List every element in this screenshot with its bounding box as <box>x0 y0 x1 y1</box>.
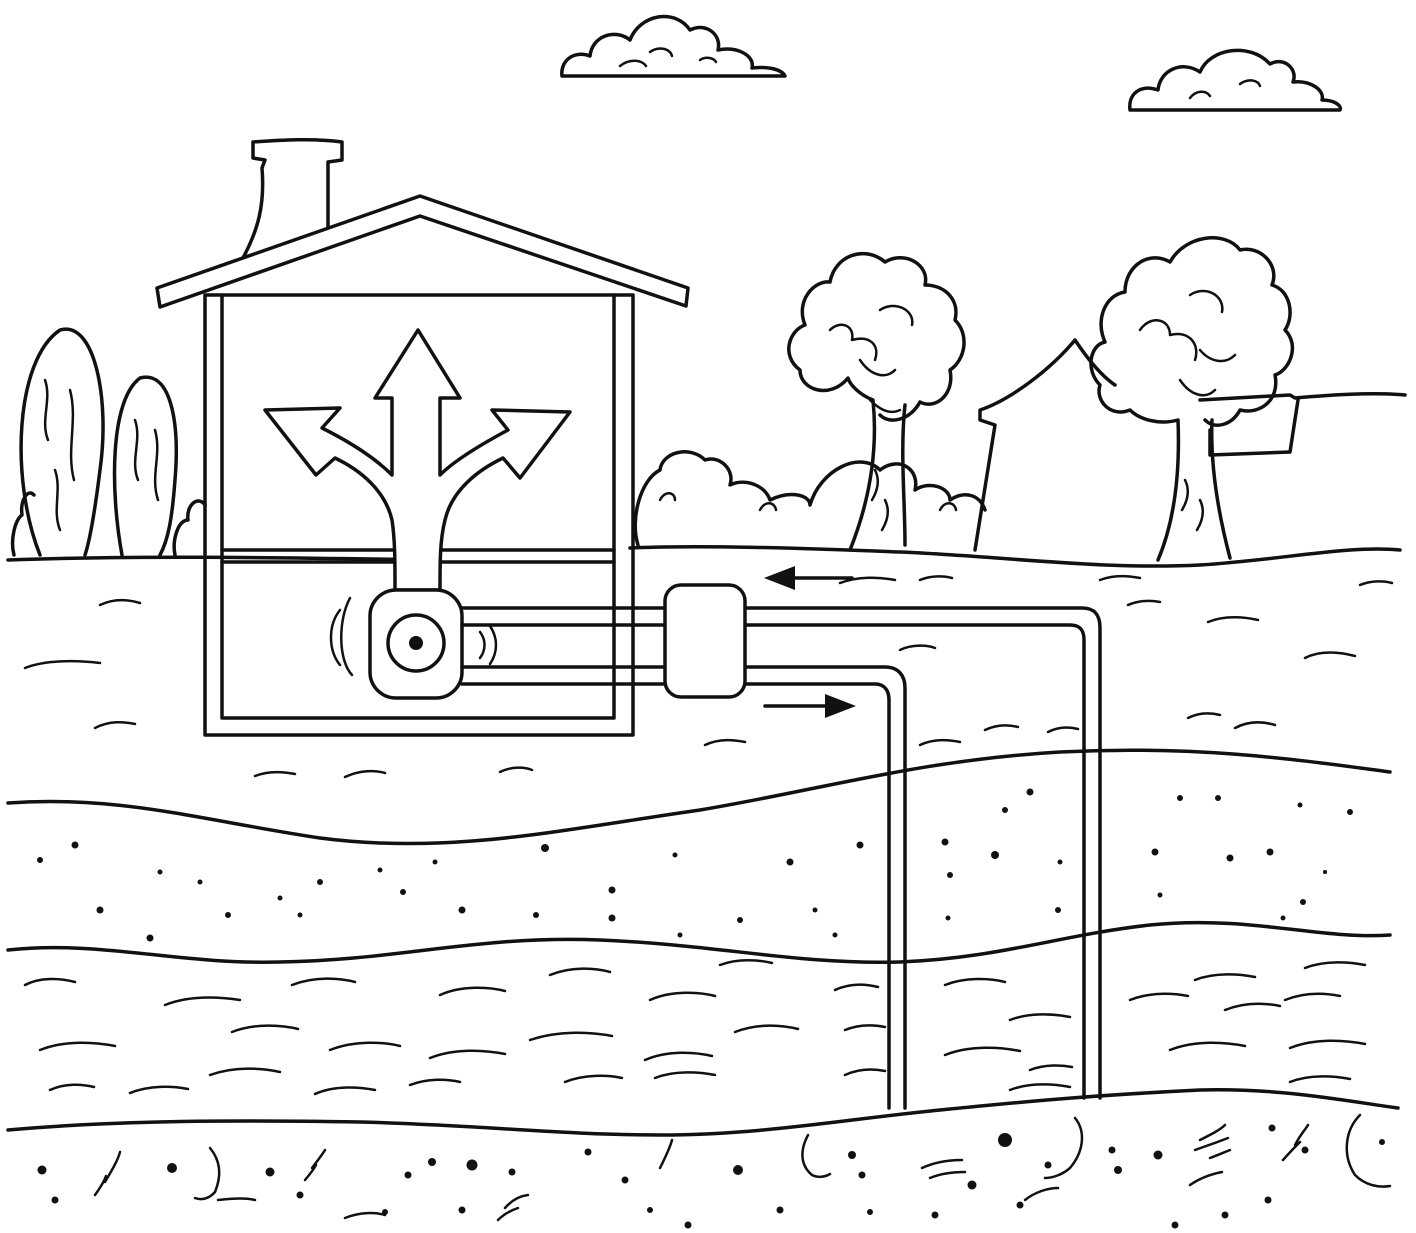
soil-boundary-3 <box>8 1090 1398 1135</box>
arrow-right-icon <box>765 694 856 718</box>
bushes-right <box>635 452 985 545</box>
vibration-lines-left <box>331 598 352 675</box>
soil-boundary-2 <box>8 923 1390 963</box>
background-house-silhouette <box>975 340 1405 550</box>
heat-exchanger-box <box>665 585 745 697</box>
house-roof <box>157 196 688 307</box>
heat-pump-unit <box>331 590 496 698</box>
groundwater-layer-waves <box>25 960 1365 1094</box>
cloud-right <box>1130 50 1341 110</box>
cloud-left <box>562 17 785 76</box>
ground-horizon-line <box>8 547 1400 566</box>
oak-tree-middle <box>789 254 964 550</box>
ground-loop-pipes <box>462 585 1100 1108</box>
arrow-left-icon <box>764 566 852 590</box>
cypress-tree-tall <box>21 329 103 555</box>
cypress-tree-short <box>115 377 177 555</box>
vibration-lines-right <box>480 626 496 664</box>
oak-tree-right <box>1091 238 1292 560</box>
bushes-left <box>13 493 205 555</box>
